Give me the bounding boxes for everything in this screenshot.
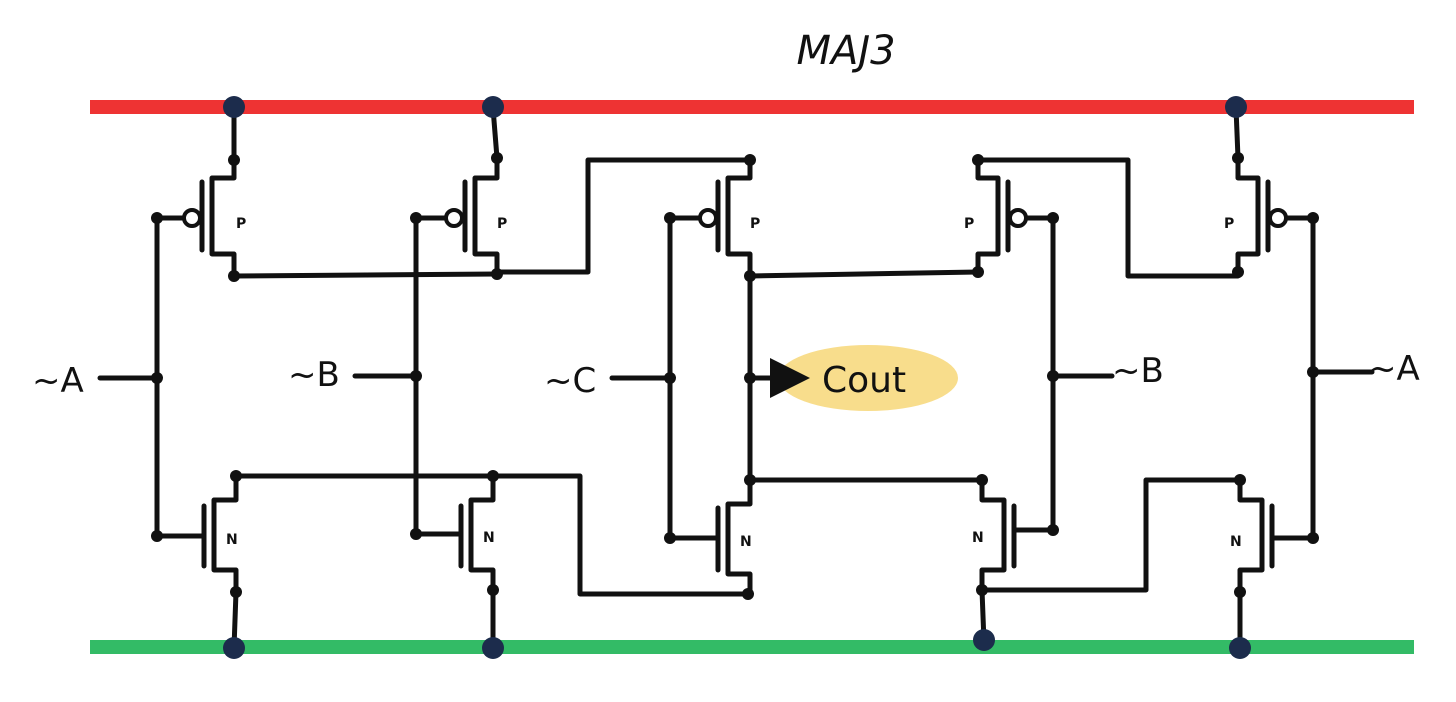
junction-dot — [228, 154, 240, 166]
nmos-tag: N — [972, 530, 984, 546]
pmos-tag: P — [236, 216, 246, 232]
junction-dot — [410, 370, 422, 382]
junction-dots — [151, 152, 1319, 600]
output-label: Cout — [822, 360, 906, 401]
input-label-c: ~C — [544, 361, 596, 401]
junction-dot — [744, 474, 756, 486]
nmos-tag: N — [1230, 534, 1242, 550]
junction-dot — [664, 532, 676, 544]
pmos-tag: P — [964, 216, 974, 232]
junction-dot — [151, 372, 163, 384]
junction-dot — [972, 154, 984, 166]
junction-dot — [491, 152, 503, 164]
junction-dot — [664, 372, 676, 384]
vdd-node — [482, 96, 504, 118]
junction-dot — [1307, 532, 1319, 544]
junction-dot — [230, 586, 242, 598]
input-label-a-left: ~A — [32, 361, 84, 401]
pmos-bubble — [444, 208, 464, 228]
junction-dot — [1232, 266, 1244, 278]
pmos-bubble — [698, 208, 718, 228]
pmos-bubble — [182, 208, 202, 228]
gnd-rail — [90, 640, 1414, 654]
junction-dot — [491, 268, 503, 280]
pmos-tag: P — [497, 216, 507, 232]
junction-dot — [487, 584, 499, 596]
pmos-bubble — [1008, 208, 1028, 228]
vdd-node — [1225, 96, 1247, 118]
transistor-tags: P P P P P N N N N N — [226, 216, 1242, 550]
input-label-b-left: ~B — [288, 355, 340, 395]
junction-dot — [664, 212, 676, 224]
junction-dot — [744, 270, 756, 282]
junction-dot — [976, 474, 988, 486]
nmos-tag: N — [483, 530, 495, 546]
diagram-title: MAJ3 — [796, 28, 895, 74]
junction-dot — [1047, 524, 1059, 536]
output-highlight — [778, 345, 958, 411]
junction-dot — [230, 470, 242, 482]
junction-dot — [410, 528, 422, 540]
gnd-node — [973, 629, 995, 651]
pmos-tag: P — [750, 216, 760, 232]
pmos-tag: P — [1224, 216, 1234, 232]
nmos-tag: N — [740, 534, 752, 550]
junction-dot — [1047, 370, 1059, 382]
junction-dot — [1232, 152, 1244, 164]
junction-dot — [1307, 366, 1319, 378]
junction-dot — [1234, 586, 1246, 598]
junction-dot — [487, 470, 499, 482]
junction-dot — [742, 588, 754, 600]
pmos-bubble — [1268, 208, 1288, 228]
junction-dot — [1047, 212, 1059, 224]
rail-nodes — [223, 96, 1251, 659]
pmos-bubbles — [182, 208, 1288, 228]
junction-dot — [228, 270, 240, 282]
gnd-node — [1229, 637, 1251, 659]
junction-dot — [744, 154, 756, 166]
input-labels: ~A ~B ~C ~B ~A — [32, 349, 1420, 401]
junction-dot — [972, 266, 984, 278]
input-label-b-right: ~B — [1112, 351, 1164, 391]
junction-dot — [151, 530, 163, 542]
vdd-rail — [90, 100, 1414, 114]
junction-dot — [744, 372, 756, 384]
input-label-a-right: ~A — [1368, 349, 1420, 389]
vdd-node — [223, 96, 245, 118]
junction-dot — [410, 212, 422, 224]
junction-dot — [1234, 474, 1246, 486]
gnd-node — [223, 637, 245, 659]
junction-dot — [976, 584, 988, 596]
junction-dot — [1307, 212, 1319, 224]
gnd-node — [482, 637, 504, 659]
nmos-tag: N — [226, 532, 238, 548]
junction-dot — [151, 212, 163, 224]
